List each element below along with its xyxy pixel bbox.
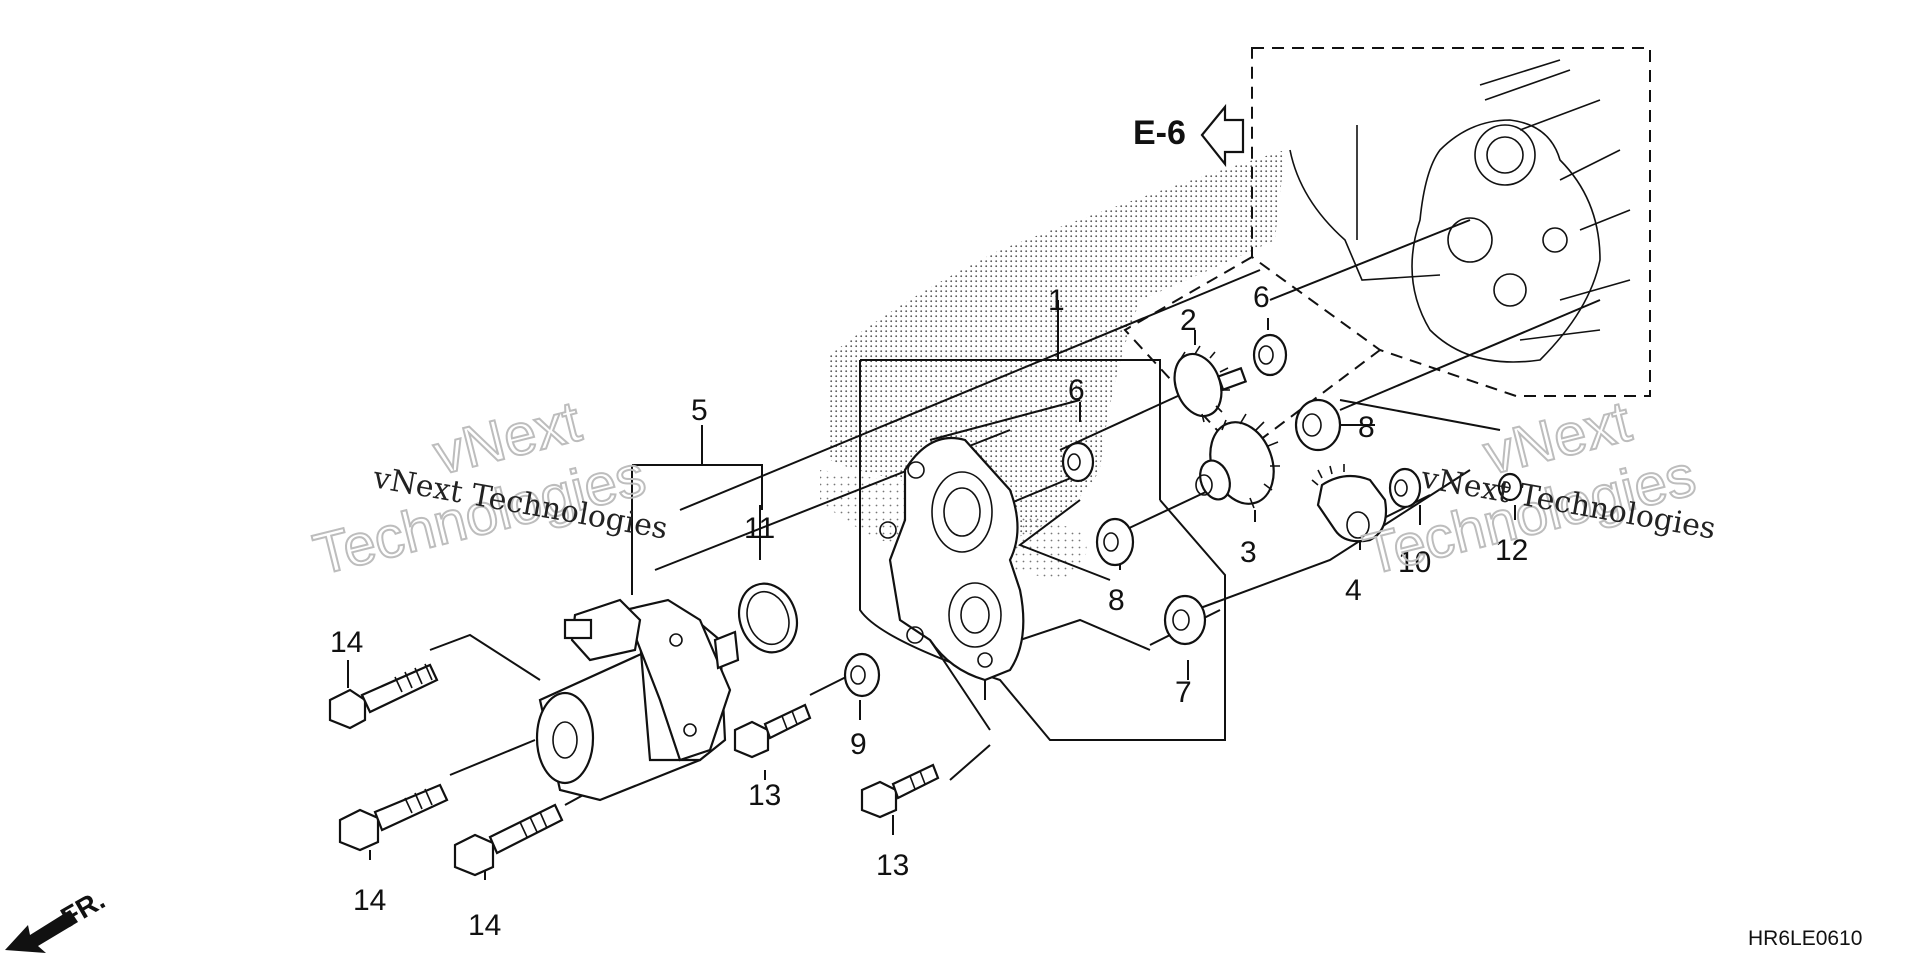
starter-motor — [535, 598, 740, 802]
callout-13-left: 13 — [748, 779, 781, 812]
bolt-13-left — [733, 703, 812, 759]
motor-cover — [879, 436, 1025, 682]
reference-arrow-label: E-6 — [1133, 114, 1186, 152]
left-arrow-icon — [1200, 103, 1245, 168]
front-arrow-icon — [5, 910, 78, 953]
shift-arm-4 — [1311, 464, 1388, 543]
gear-2 — [1173, 345, 1248, 423]
callout-9: 9 — [850, 728, 867, 761]
front-indicator: FR. — [5, 884, 110, 953]
callout-12: 12 — [1495, 534, 1528, 567]
bearing-6-lower — [1061, 441, 1095, 483]
callouts: 1 2 3 4 5 6 6 7 8 8 9 10 11 12 13 13 14 … — [330, 281, 1528, 942]
collar-12 — [1497, 472, 1523, 502]
callout-6-top: 6 — [1253, 281, 1270, 314]
callout-8-mid: 8 — [1108, 584, 1125, 617]
callout-14-mid: 14 — [353, 884, 386, 917]
callout-6-mid: 6 — [1068, 374, 1085, 407]
bearing-8-upper — [1294, 398, 1342, 452]
callout-14-bottom: 14 — [468, 909, 501, 942]
watermark-left: vNext Technologies vNext Technologies — [306, 388, 670, 589]
callout-11: 11 — [744, 512, 775, 545]
bearing-7 — [1163, 594, 1207, 646]
callout-1: 1 — [1048, 284, 1065, 317]
o-ring — [737, 582, 799, 654]
bearing-10 — [1388, 467, 1422, 509]
bearing-8-lower — [1095, 517, 1135, 567]
bearing-6-upper — [1252, 333, 1288, 377]
bolt-13-right — [860, 763, 940, 819]
callout-4: 4 — [1345, 574, 1362, 607]
callout-13-right: 13 — [876, 849, 909, 882]
callout-8-right: 8 — [1358, 411, 1375, 444]
reference-arrow: E-6 — [1133, 103, 1245, 168]
bolt-14-top — [328, 663, 439, 730]
callout-7: 7 — [1175, 676, 1192, 709]
callout-3: 3 — [1240, 536, 1257, 569]
bolt-14-mid — [338, 783, 449, 852]
parts — [328, 333, 1523, 877]
callout-10: 10 — [1398, 546, 1431, 579]
callout-5: 5 — [691, 394, 708, 427]
bolt-14-bottom — [453, 803, 564, 877]
gear-3 — [1195, 413, 1280, 509]
callout-14-top: 14 — [330, 626, 363, 659]
bearing-9 — [843, 652, 881, 698]
drawing-code: HR6LE0610 — [1748, 927, 1862, 950]
callout-2: 2 — [1180, 304, 1197, 337]
leader-lines — [347, 219, 1601, 880]
